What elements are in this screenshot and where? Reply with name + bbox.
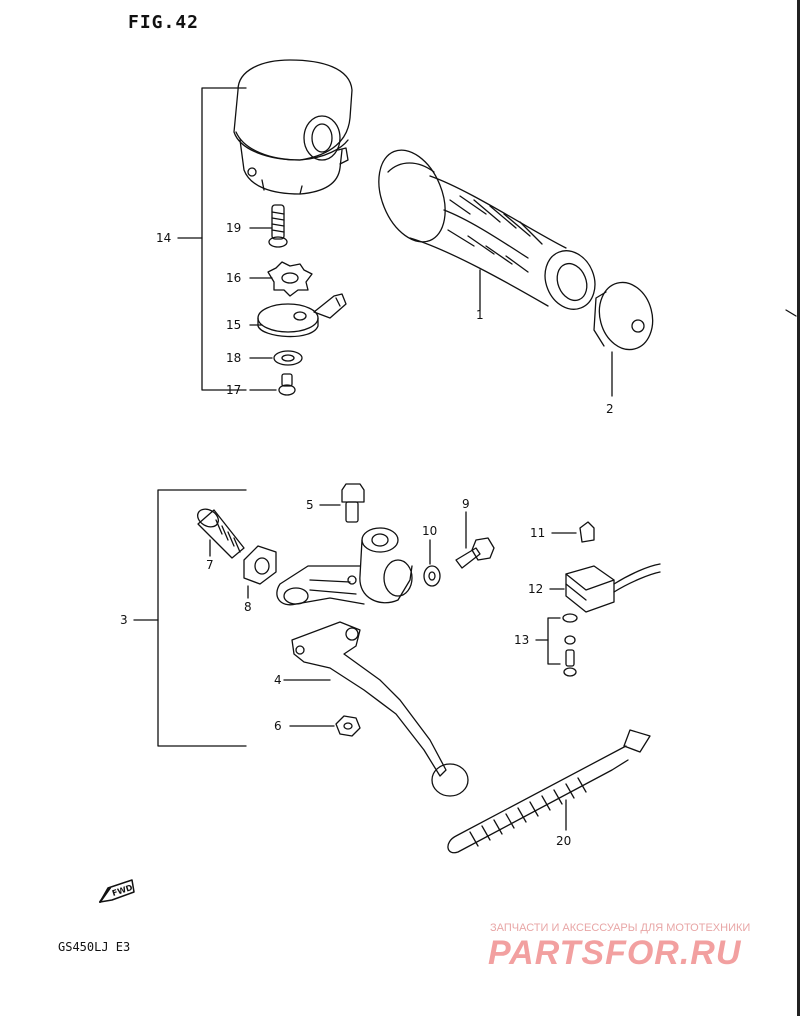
grip-end-2-part <box>593 281 654 397</box>
lever-4-part <box>283 621 469 797</box>
model-code: GS450LJ E3 <box>58 940 131 954</box>
label-3: 3 <box>120 613 128 627</box>
bolt-5-part <box>319 483 365 523</box>
bracket-14 <box>177 87 277 391</box>
label-16: 16 <box>226 271 242 285</box>
switch-12-part <box>549 563 661 613</box>
bracket-3 <box>133 489 247 747</box>
throttle-housing-part <box>233 59 353 195</box>
screw-19-part <box>268 204 288 248</box>
nut-6-part <box>289 715 361 737</box>
label-15: 15 <box>226 318 242 332</box>
lever-holder-part <box>276 527 413 606</box>
label-14: 14 <box>156 231 172 245</box>
label-1: 1 <box>476 308 484 322</box>
label-9: 9 <box>462 497 470 511</box>
label-18: 18 <box>226 351 242 365</box>
page-edge <box>797 0 800 1016</box>
grip-1-part <box>378 149 596 311</box>
label-13: 13 <box>514 633 530 647</box>
bolt-7-part <box>197 508 245 559</box>
label-20: 20 <box>556 834 572 848</box>
screws-13-part <box>535 613 578 677</box>
watermark-tagline: ЗАПЧАСТИ И АКСЕССУАРЫ ДЛЯ МОТОТЕХНИКИ <box>490 922 751 934</box>
cable-tie-20-part <box>447 729 651 854</box>
washer-10-part <box>423 539 441 587</box>
label-17: 17 <box>226 383 242 397</box>
label-4: 4 <box>274 673 282 687</box>
label-10: 10 <box>422 524 438 538</box>
watermark-brand: PARTSFOR.RU <box>488 934 742 972</box>
screw-11-part <box>551 521 595 543</box>
plate-15-part <box>257 293 347 338</box>
screw-17-part <box>278 373 296 396</box>
bolt-9-part <box>455 511 495 569</box>
edge-mark <box>785 309 797 317</box>
label-19: 19 <box>226 221 242 235</box>
washer-16-part <box>267 261 313 297</box>
fwd-arrow-icon <box>99 879 135 903</box>
label-11: 11 <box>530 526 546 540</box>
label-12: 12 <box>528 582 544 596</box>
label-8: 8 <box>244 600 252 614</box>
label-2: 2 <box>606 402 614 416</box>
nut-8-part <box>243 545 277 599</box>
washer-18-part <box>273 350 303 366</box>
label-7: 7 <box>206 558 214 572</box>
label-6: 6 <box>274 719 282 733</box>
figure-title: FIG.42 <box>128 12 200 33</box>
label-5: 5 <box>306 498 314 512</box>
